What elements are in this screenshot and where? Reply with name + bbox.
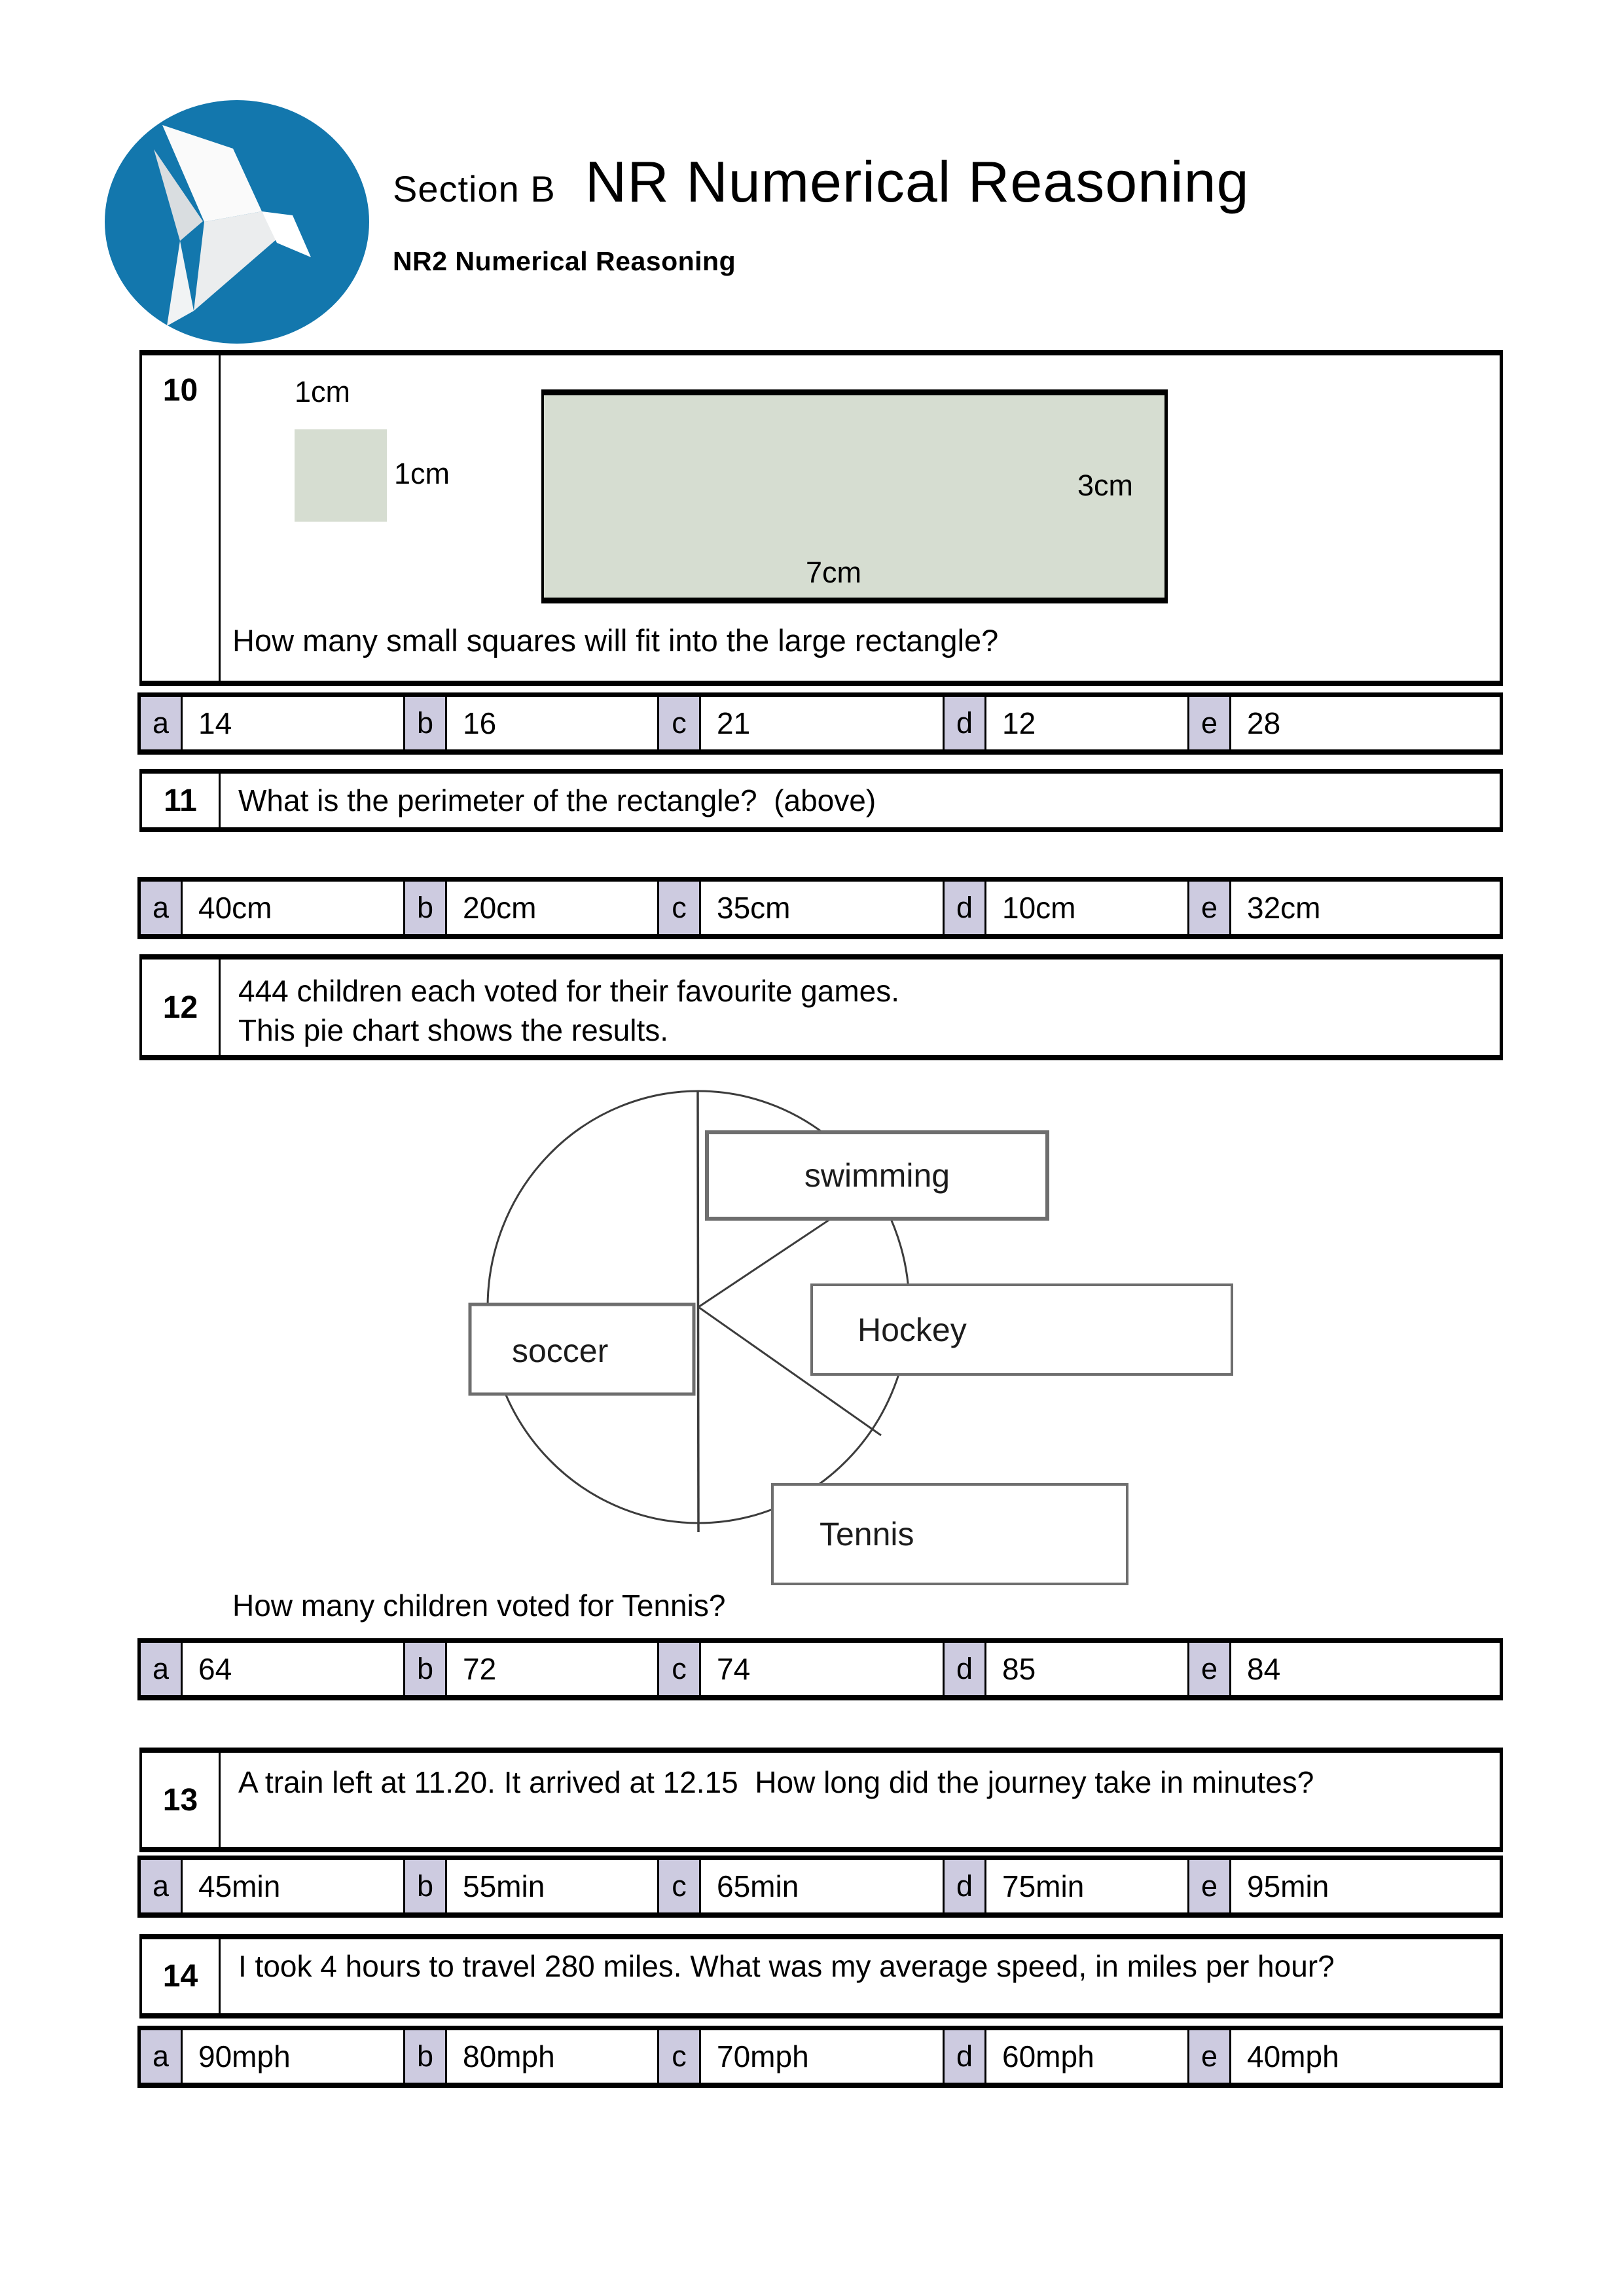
question-box-10: 10 1cm 1cm 3cm 7cm How many small square…: [139, 350, 1503, 686]
rect-width-label: 7cm: [806, 556, 862, 589]
option-value-b[interactable]: 72: [447, 1643, 659, 1695]
small-square-side-label: 1cm: [394, 457, 450, 490]
option-letter-b[interactable]: b: [405, 2030, 447, 2083]
option-value-c[interactable]: 70mph: [701, 2030, 945, 2083]
question-box-11: 11 What is the perimeter of the rectangl…: [139, 769, 1503, 832]
option-value-e[interactable]: 40mph: [1231, 2030, 1500, 2083]
option-value-c[interactable]: 35cm: [701, 882, 945, 934]
pie-divider-lower-right: [698, 1306, 882, 1437]
answer-row-q11: a 40cm b 20cm c 35cm d 10cm e 32cm: [137, 877, 1503, 939]
pie-label-soccer: soccer: [512, 1333, 608, 1369]
option-letter-e[interactable]: e: [1189, 882, 1231, 934]
option-value-a[interactable]: 14: [183, 697, 405, 749]
question-box-12: 12 444 children each voted for their fav…: [139, 954, 1503, 1060]
question-prompt: How many small squares will fit into the…: [232, 623, 999, 658]
option-value-b[interactable]: 55min: [447, 1860, 659, 1912]
question-prompt-line2: This pie chart shows the results.: [238, 1013, 669, 1047]
option-value-d[interactable]: 75min: [986, 1860, 1189, 1912]
option-value-b[interactable]: 20cm: [447, 882, 659, 934]
option-value-d[interactable]: 12: [986, 697, 1189, 749]
option-value-e[interactable]: 95min: [1231, 1860, 1500, 1912]
option-value-c[interactable]: 65min: [701, 1860, 945, 1912]
rect-height-label: 3cm: [1077, 469, 1133, 502]
option-letter-d[interactable]: d: [945, 1860, 986, 1912]
option-value-a[interactable]: 64: [183, 1643, 405, 1695]
option-letter-e[interactable]: e: [1189, 1860, 1231, 1912]
pie-label-box-hockey: [810, 1283, 1233, 1376]
option-letter-a[interactable]: a: [141, 697, 183, 749]
answer-row-q13: a 45min b 55min c 65min d 75min e 95min: [137, 1856, 1503, 1918]
option-value-e[interactable]: 28: [1231, 697, 1500, 749]
option-letter-c[interactable]: c: [659, 697, 701, 749]
option-value-a[interactable]: 40cm: [183, 882, 405, 934]
option-value-c[interactable]: 74: [701, 1643, 945, 1695]
section-label: Section B: [393, 168, 556, 209]
pie-label-box-soccer: [468, 1302, 696, 1396]
question-followup: How many children voted for Tennis?: [232, 1588, 726, 1623]
question-number: 11: [142, 774, 221, 827]
option-value-a[interactable]: 90mph: [183, 2030, 405, 2083]
option-letter-a[interactable]: a: [141, 2030, 183, 2083]
option-letter-e[interactable]: e: [1189, 2030, 1231, 2083]
page-title: NR Numerical Reasoning: [585, 149, 1250, 214]
option-letter-a[interactable]: a: [141, 1860, 183, 1912]
option-letter-b[interactable]: b: [405, 697, 447, 749]
option-value-e[interactable]: 84: [1231, 1643, 1500, 1695]
answer-row-q12: a 64 b 72 c 74 d 85 e 84: [137, 1638, 1503, 1700]
option-letter-c[interactable]: c: [659, 2030, 701, 2083]
pie-label-hockey: Hockey: [857, 1312, 967, 1348]
question-box-14: 14 I took 4 hours to travel 280 miles. W…: [139, 1934, 1503, 2018]
option-value-d[interactable]: 10cm: [986, 882, 1189, 934]
option-letter-c[interactable]: c: [659, 1643, 701, 1695]
question-number: 14: [142, 1939, 221, 2013]
question-box-13: 13 A train left at 11.20. It arrived at …: [139, 1748, 1503, 1852]
large-rectangle-shape: 3cm 7cm: [541, 389, 1168, 603]
answer-row-q14: a 90mph b 80mph c 70mph d 60mph e 40mph: [137, 2026, 1503, 2088]
option-letter-d[interactable]: d: [945, 697, 986, 749]
answer-row-q10: a 14 b 16 c 21 d 12 e 28: [137, 692, 1503, 755]
page-subtitle: NR2 Numerical Reasoning: [393, 246, 736, 276]
option-letter-a[interactable]: a: [141, 1643, 183, 1695]
pie-label-box-tennis: [771, 1483, 1128, 1585]
question-prompt: I took 4 hours to travel 280 miles. What…: [238, 1949, 1335, 1983]
option-letter-e[interactable]: e: [1189, 1643, 1231, 1695]
option-letter-c[interactable]: c: [659, 882, 701, 934]
question-prompt: A train left at 11.20. It arrived at 12.…: [238, 1765, 1314, 1799]
option-letter-c[interactable]: c: [659, 1860, 701, 1912]
question-prompt-line1: 444 children each voted for their favour…: [238, 974, 900, 1008]
option-letter-a[interactable]: a: [141, 882, 183, 934]
option-value-b[interactable]: 16: [447, 697, 659, 749]
pie-chart: swimming Hockey soccer Tennis: [458, 1080, 1283, 1604]
question-prompt: What is the perimeter of the rectangle? …: [238, 783, 876, 817]
option-letter-b[interactable]: b: [405, 1860, 447, 1912]
origami-bird-icon: [105, 100, 369, 344]
pie-label-tennis: Tennis: [820, 1516, 914, 1552]
option-letter-b[interactable]: b: [405, 882, 447, 934]
option-letter-b[interactable]: b: [405, 1643, 447, 1695]
option-value-b[interactable]: 80mph: [447, 2030, 659, 2083]
question-number: 13: [142, 1753, 221, 1847]
option-letter-d[interactable]: d: [945, 2030, 986, 2083]
question-number: 10: [142, 355, 221, 681]
option-value-a[interactable]: 45min: [183, 1860, 405, 1912]
option-letter-d[interactable]: d: [945, 1643, 986, 1695]
small-square-top-label: 1cm: [295, 375, 351, 408]
option-letter-d[interactable]: d: [945, 882, 986, 934]
option-letter-e[interactable]: e: [1189, 697, 1231, 749]
small-square-shape: [295, 429, 387, 522]
page-header: Section B NR Numerical Reasoning: [393, 149, 1250, 215]
option-value-e[interactable]: 32cm: [1231, 882, 1500, 934]
option-value-d[interactable]: 60mph: [986, 2030, 1189, 2083]
pie-label-swimming: swimming: [804, 1157, 950, 1194]
option-value-d[interactable]: 85: [986, 1643, 1189, 1695]
pie-label-box-swimming: [705, 1130, 1049, 1221]
option-value-c[interactable]: 21: [701, 697, 945, 749]
question-number: 12: [142, 960, 221, 1055]
